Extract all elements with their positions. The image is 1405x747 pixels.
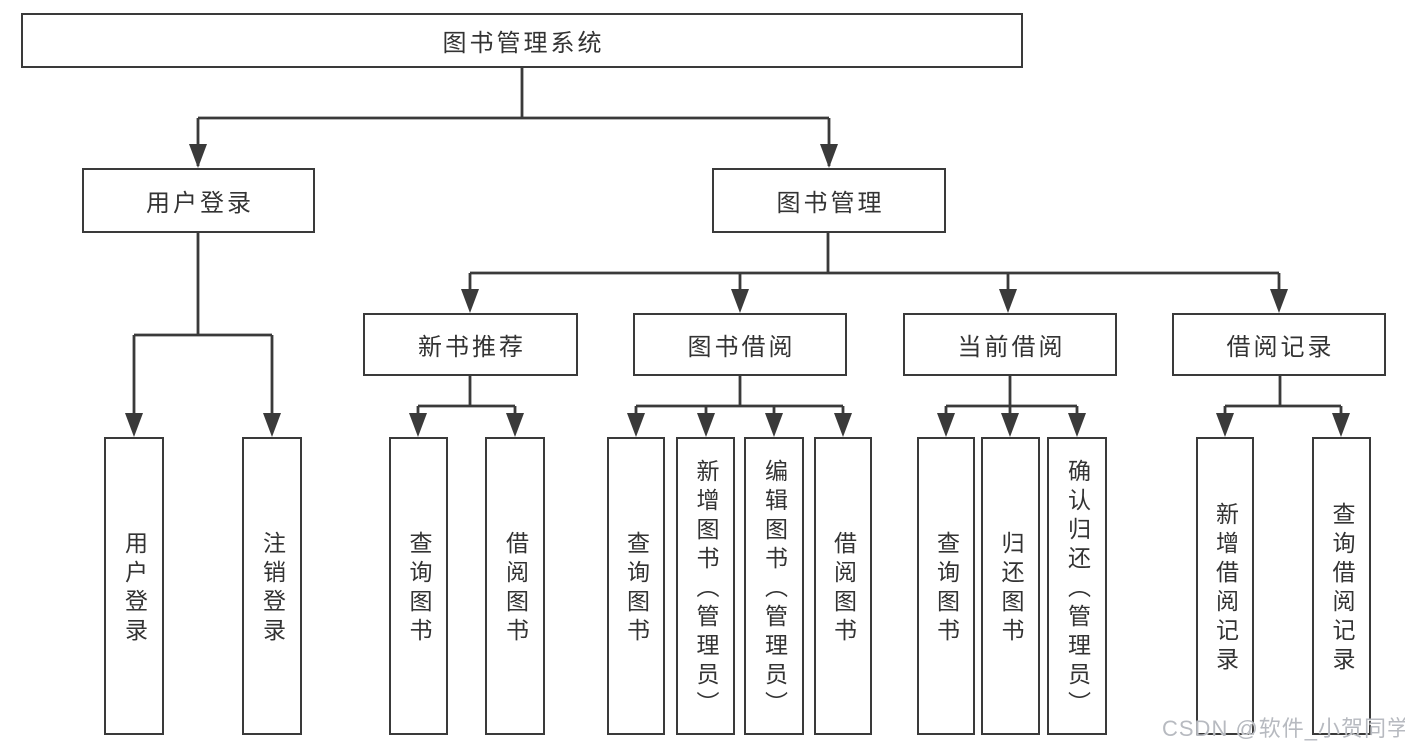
leaf-logout: 注销登录 <box>242 437 302 735</box>
leaf-query-book-3: 查询图书 <box>917 437 975 735</box>
leaf-confirm-return-admin: 确认归还（管理员） <box>1047 437 1107 735</box>
leaf-add-book-admin: 新增图书（管理员） <box>676 437 735 735</box>
node-user-login-module-label: 用户登录 <box>146 190 254 217</box>
leaf-return-book-label: 归还图书 <box>998 531 1024 647</box>
leaf-borrow-book-1-label: 借阅图书 <box>502 531 529 647</box>
leaf-query-book-1: 查询图书 <box>389 437 448 735</box>
node-borrow-records-label: 借阅记录 <box>1226 334 1335 361</box>
leaf-logout-label: 注销登录 <box>259 531 286 647</box>
leaf-edit-book-admin: 编辑图书（管理员） <box>744 437 804 735</box>
node-system-root-label: 图书管理系统 <box>442 30 605 57</box>
leaf-edit-book-admin-label: 编辑图书（管理员） <box>761 458 788 720</box>
node-book-borrow: 图书借阅 <box>633 313 847 376</box>
leaf-query-book-2-label: 查询图书 <box>623 531 650 647</box>
node-borrow-records: 借阅记录 <box>1172 313 1386 376</box>
leaf-user-login: 用户登录 <box>104 437 164 735</box>
leaf-add-borrow-record-label: 新增借阅记录 <box>1212 502 1239 676</box>
node-book-management-module: 图书管理 <box>712 168 946 233</box>
leaf-borrow-book-2-label: 借阅图书 <box>830 531 857 647</box>
leaf-query-book-1-label: 查询图书 <box>406 531 432 647</box>
leaf-borrow-book-2: 借阅图书 <box>814 437 872 735</box>
node-new-book-recommend: 新书推荐 <box>363 313 578 376</box>
node-book-borrow-label: 图书借阅 <box>687 334 796 361</box>
node-user-login-module: 用户登录 <box>82 168 315 233</box>
leaf-query-book-3-label: 查询图书 <box>933 531 960 647</box>
node-book-management-module-label: 图书管理 <box>776 190 885 217</box>
leaf-borrow-book-1: 借阅图书 <box>485 437 545 735</box>
leaf-add-book-admin-label: 新增图书（管理员） <box>693 458 719 720</box>
csdn-watermark: CSDN @软件_小贺同学 <box>1162 716 1405 741</box>
leaf-add-borrow-record: 新增借阅记录 <box>1196 437 1254 735</box>
leaf-query-borrow-record: 查询借阅记录 <box>1312 437 1371 735</box>
leaf-query-borrow-record-label: 查询借阅记录 <box>1329 502 1355 676</box>
node-current-borrow: 当前借阅 <box>903 313 1117 376</box>
leaf-user-login-label: 用户登录 <box>121 531 148 647</box>
leaf-query-book-2: 查询图书 <box>607 437 665 735</box>
node-current-borrow-label: 当前借阅 <box>957 334 1066 361</box>
node-system-root: 图书管理系统 <box>21 13 1023 68</box>
leaf-return-book: 归还图书 <box>981 437 1040 735</box>
node-new-book-recommend-label: 新书推荐 <box>418 334 526 361</box>
leaf-confirm-return-admin-label: 确认归还（管理员） <box>1064 458 1091 720</box>
